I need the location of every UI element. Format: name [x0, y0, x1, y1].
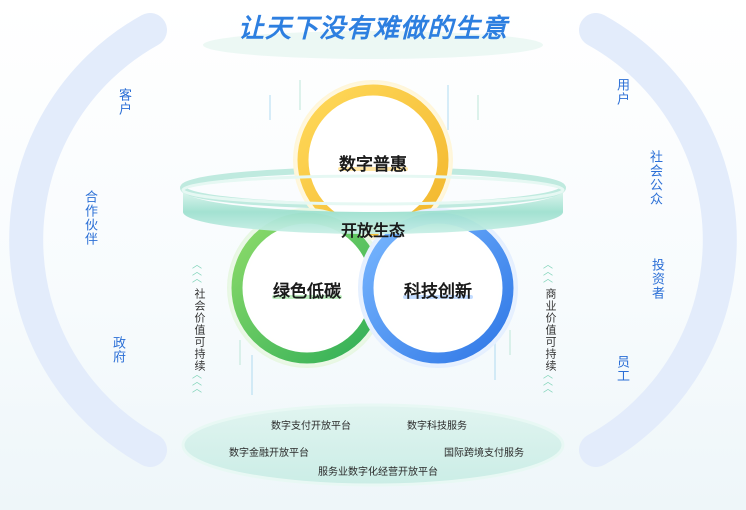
right-arc-item: 用户: [614, 78, 629, 106]
chevron-up-icon: ︿︿︿: [543, 260, 553, 285]
platform-item: 数字支付开放平台: [271, 421, 351, 432]
center-ring-label: 开放生态: [340, 221, 405, 240]
right-arc-item: 投资者: [649, 258, 664, 300]
left-arc-band: [9, 13, 167, 467]
chevron-up-icon: ︿︿︿: [192, 370, 202, 395]
left-arc-item: 合作伙伴: [82, 190, 97, 246]
chevron-up-icon: ︿︿︿: [543, 370, 553, 395]
left-arc-item: 客户: [116, 88, 131, 116]
platform-item: 数字科技服务: [407, 421, 467, 432]
right-arc-item: 员工: [614, 355, 629, 383]
center-ring-band: [183, 190, 563, 234]
side-label-right: 商业价值可持续: [544, 288, 557, 372]
slogan: 让天下没有难做的生意: [237, 14, 508, 44]
platform-item: 国际跨境支付服务: [444, 448, 524, 459]
right-arc-band: [579, 13, 737, 467]
platform-item: 服务业数字化经营开放平台: [318, 467, 438, 478]
circle-left-label: 绿色低碳: [273, 282, 341, 302]
left-arc-item: 政府: [110, 336, 125, 364]
platform-item: 数字金融开放平台: [229, 448, 309, 459]
circle-top-label: 数字普惠: [339, 155, 407, 175]
right-arc-item: 社会公众: [647, 150, 662, 206]
side-label-left: 社会价值可持续: [193, 288, 206, 372]
bottom-platform: [183, 405, 563, 485]
circle-right-label: 科技创新: [404, 282, 472, 302]
chevron-up-icon: ︿︿︿: [192, 260, 202, 285]
